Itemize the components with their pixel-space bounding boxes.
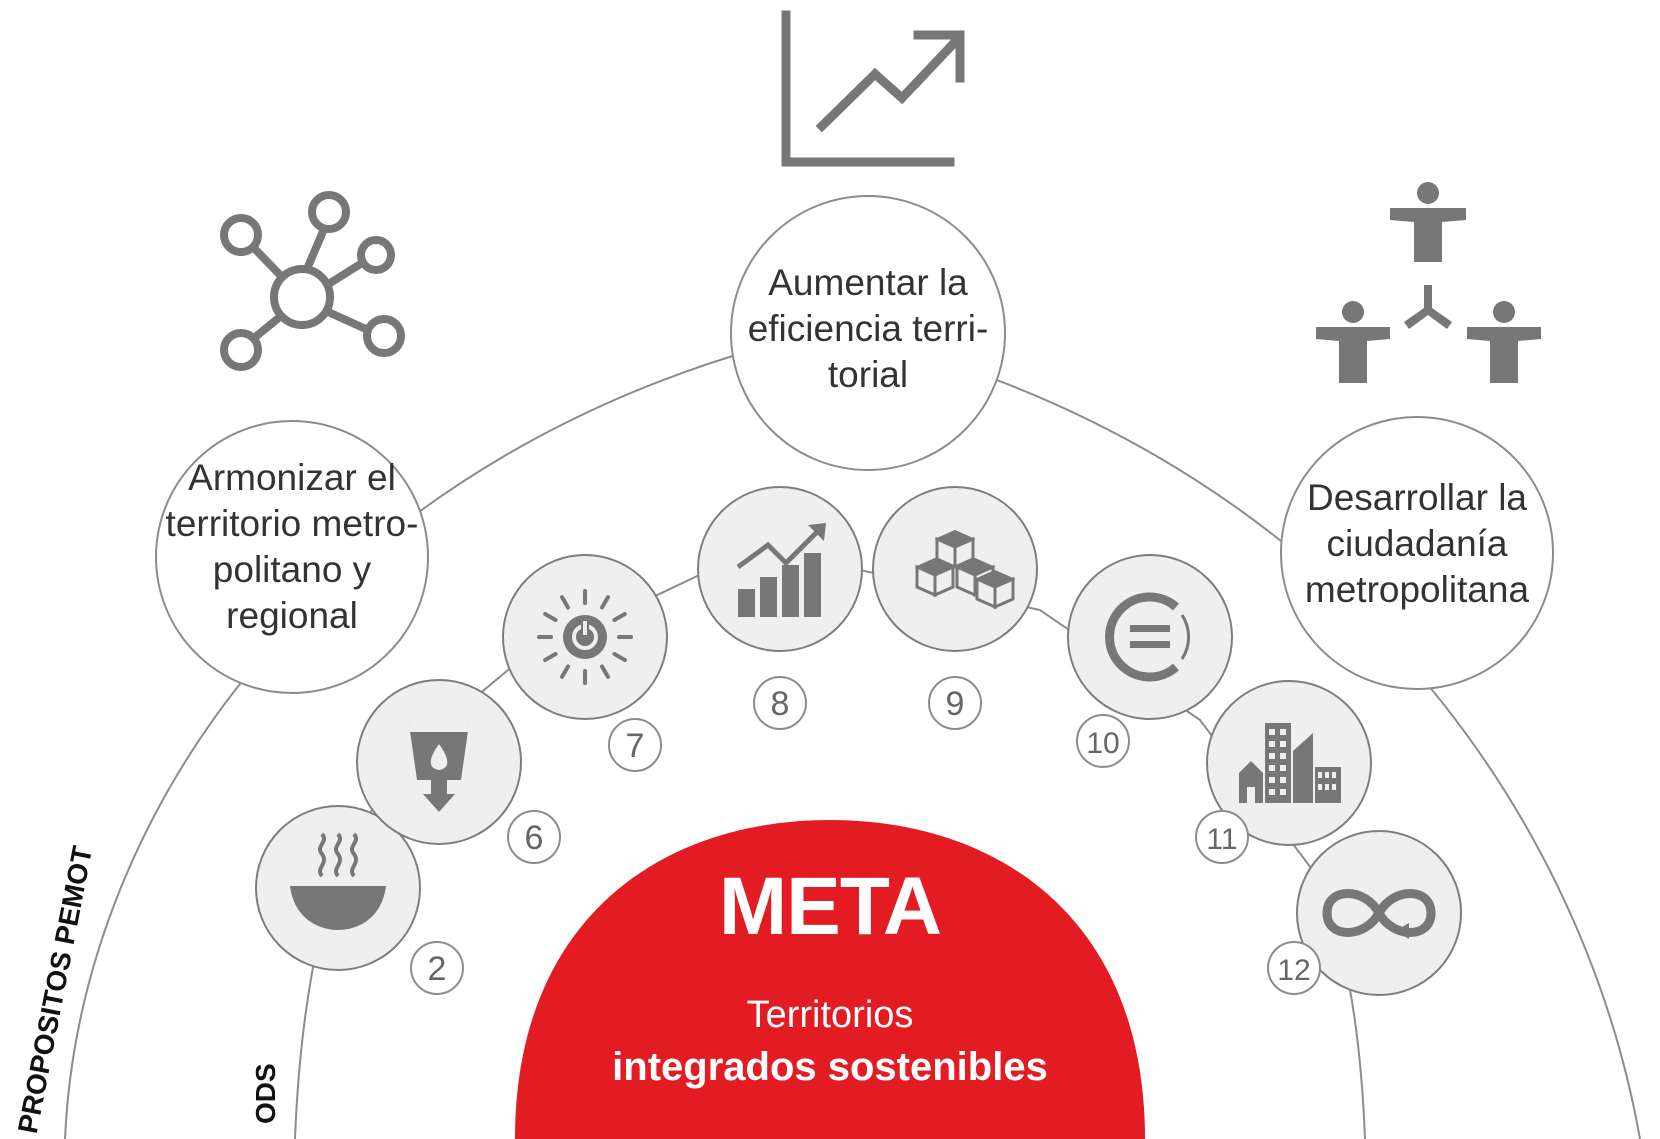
ods-number-badge [410, 941, 464, 995]
purpose-circle-1 [155, 420, 429, 694]
ods-item-10: 10 [1067, 554, 1233, 768]
trend-chart-icon [781, 10, 965, 167]
purpose-1-line-1: Armonizar el [188, 457, 396, 498]
ods-number: 8 [771, 685, 790, 723]
meta-title: META [718, 861, 942, 952]
purpose-label-2: Aumentar la eficiencia terri- torial [731, 260, 1005, 398]
purpose-2-line-2: eficiencia terri- [747, 308, 989, 349]
purpose-1-line-4: regional [226, 595, 358, 636]
ods-number-badge [507, 810, 561, 864]
ods-number: 2 [428, 950, 447, 988]
ods-circle [872, 486, 1038, 652]
ods-item-2: 2 [255, 805, 464, 995]
people-icon [1316, 182, 1541, 383]
ods-axis-label: ODS [250, 1063, 281, 1124]
ods-number: 12 [1277, 954, 1310, 987]
ods-item-11: 11 [1195, 680, 1372, 864]
city-icon [1239, 723, 1341, 803]
ods-number-badge [928, 676, 982, 730]
ods-number-badge [1195, 810, 1249, 864]
purpose-3-line-3: metropolitana [1304, 569, 1530, 610]
ods-number: 6 [525, 819, 544, 857]
ods-number-badge [608, 718, 662, 772]
meta-subtitle-bold: integrados sostenibles [612, 1045, 1048, 1089]
purpose-3-line-2: ciudadanía [1326, 523, 1508, 564]
ods-number-badge [753, 676, 807, 730]
ods-number-badge [1267, 941, 1321, 995]
purpose-3-line-1: Desarrollar la [1306, 477, 1527, 518]
ods-item-9: 9 [872, 486, 1038, 730]
ods-group: 2 6 7 8 9 10 11 12 [255, 486, 1462, 996]
ods-number-badge [1076, 714, 1130, 768]
infinity-icon [1322, 889, 1436, 939]
meta-subtitle: Territorios [746, 994, 914, 1036]
energy-icon [537, 589, 633, 685]
ods-number: 10 [1086, 727, 1119, 760]
purpose-1-line-2: territorio metro- [165, 503, 419, 544]
purpose-circle-3 [1280, 416, 1554, 690]
ods-circle [697, 486, 863, 652]
ods-item-6: 6 [356, 679, 561, 864]
ods-number: 7 [626, 727, 645, 765]
network-icon [220, 191, 405, 371]
growth-chart-icon [736, 523, 826, 617]
purpose-label-3: Desarrollar la ciudadanía metropolitana [1281, 475, 1553, 613]
ods-item-7: 7 [502, 554, 668, 772]
bowl-icon [290, 832, 386, 930]
purpose-1-line-3: politano y [212, 549, 372, 590]
water-icon [409, 724, 469, 812]
ods-number: 11 [1206, 823, 1237, 856]
meta-semicircle [515, 820, 1145, 1139]
ods-item-8: 8 [697, 486, 863, 730]
ods-item-12: 12 [1267, 830, 1462, 996]
purpose-2-line-3: torial [827, 354, 909, 395]
cubes-icon [914, 529, 1016, 610]
purpose-2-line-1: Aumentar la [768, 262, 968, 303]
purpose-circle-2 [730, 195, 1006, 471]
equality-icon [1105, 592, 1191, 682]
ods-number: 9 [946, 685, 965, 723]
purpose-label-1: Armonizar el territorio metro- politano … [156, 455, 428, 639]
ods-circle [1067, 554, 1233, 720]
